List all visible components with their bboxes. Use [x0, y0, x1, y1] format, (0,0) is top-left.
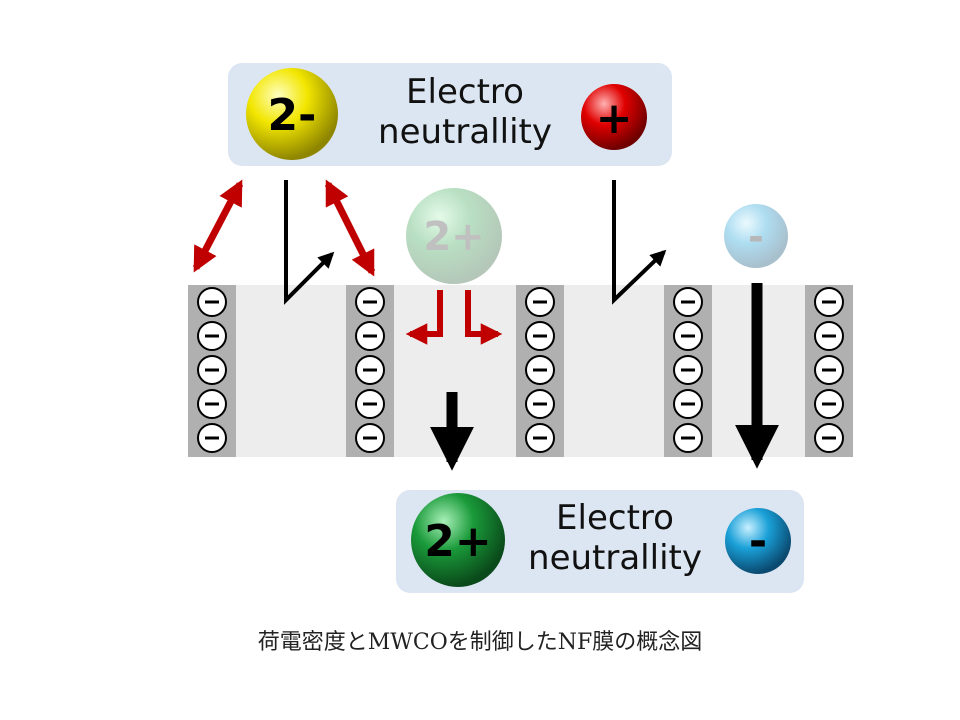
monovalent-anion-label: -	[749, 516, 767, 567]
figure-caption: 荷電密度とMWCOを制御したNF膜の概念図	[257, 630, 703, 655]
pore-wall-4	[664, 285, 712, 457]
divalent-cation-ion: 2+	[411, 493, 505, 587]
fixed-charge-group	[197, 287, 227, 453]
attraction-arrow-left	[405, 290, 443, 345]
reflection-arrow-2	[612, 180, 667, 305]
fixed-charge-group	[525, 287, 555, 453]
bottom-label-line2: neutrallity	[528, 538, 702, 578]
faded-divalent-cation: 2+	[406, 188, 502, 284]
fixed-charge-group	[814, 287, 844, 453]
fixed-charge-group	[355, 287, 385, 453]
faded-monovalent-anion: -	[724, 204, 788, 268]
pore-wall-5	[805, 285, 853, 457]
bottom-panel-label: Electro neutrallity	[510, 498, 720, 578]
top-label-line2: neutrallity	[378, 112, 552, 152]
top-label-line1: Electro	[406, 72, 524, 112]
divalent-cation-label: 2+	[424, 516, 491, 567]
divalent-anion-label: 2-	[268, 90, 317, 141]
divalent-anion-ion: 2-	[246, 68, 338, 160]
faded-divalent-cation-label: 2+	[423, 214, 484, 260]
reflection-arrow-1	[284, 180, 335, 305]
repulsion-arrow-right	[324, 179, 376, 277]
monovalent-cation-ion: +	[581, 84, 647, 150]
repulsion-arrow-left	[192, 179, 244, 273]
attraction-arrow-right	[465, 290, 503, 345]
bottom-label-line1: Electro	[556, 498, 674, 538]
fixed-charge-group	[673, 287, 703, 453]
pore-wall-3	[516, 285, 564, 457]
pore-wall-2	[346, 285, 394, 457]
pore-wall-1	[188, 285, 236, 457]
top-panel-label: Electro neutrallity	[360, 72, 570, 152]
monovalent-cation-label: +	[596, 93, 633, 144]
monovalent-anion-ion: -	[725, 508, 791, 574]
faded-monovalent-anion-label: -	[748, 215, 764, 259]
